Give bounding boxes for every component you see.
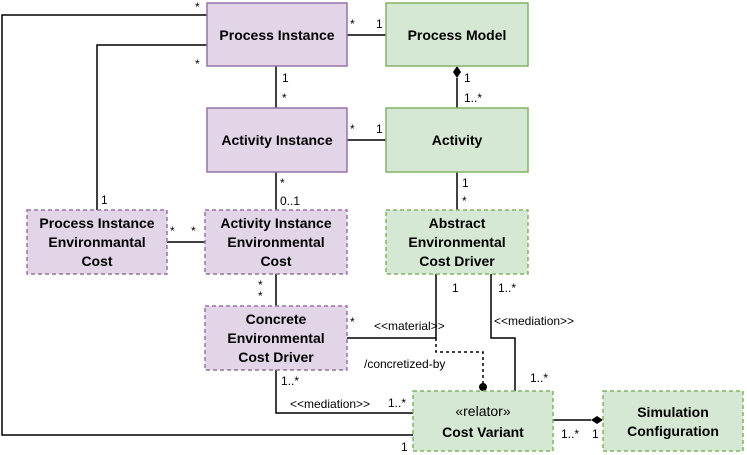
pi-env-cost-line2: Environmantal: [48, 234, 145, 250]
mult-ai-act-right: 1: [376, 122, 383, 136]
cost-variant-label: Cost Variant: [442, 424, 524, 440]
concrete-driver-line2: Environmental: [227, 330, 324, 346]
mult-cv-bottom-left: 1: [401, 440, 408, 454]
mult-pm-act-top: 1: [464, 71, 471, 85]
simulation-config-line1: Simulation: [637, 404, 709, 420]
label-material: <<material>>: [374, 319, 445, 333]
mult-act-aecd-bottom: *: [462, 194, 467, 208]
node-process-instance[interactable]: Process Instance: [206, 2, 348, 67]
label-concretized-by: /concretized-by: [364, 357, 445, 371]
multiplicities: * 1 * * 1 * 1 1..* * 1 1 * * * 0..1 * * …: [101, 0, 599, 454]
mult-piec-aiec-right: *: [191, 224, 196, 238]
mult-aecd-material: 1: [452, 281, 459, 295]
mult-pm-act-bottom: 1..*: [464, 91, 482, 105]
node-process-model[interactable]: Process Model: [385, 2, 529, 67]
activity-instance-label: Activity Instance: [221, 132, 332, 148]
node-activity[interactable]: Activity: [385, 107, 529, 173]
cost-variant-stereotype: «relator»: [455, 403, 510, 419]
mult-ai-act-left: *: [350, 122, 355, 136]
node-concrete-driver[interactable]: Concrete Environmental Cost Driver: [204, 305, 348, 371]
composition-diamond-pm: [453, 66, 461, 78]
edge-aecd-cv: [490, 274, 516, 391]
pi-env-cost-line1: Process Instance: [39, 215, 154, 231]
mult-act-aecd-top: 1: [462, 176, 469, 190]
edge-pi-cv-outer: [1, 14, 413, 436]
concrete-driver-line3: Cost Driver: [238, 349, 314, 365]
node-simulation-config[interactable]: Simulation Configuration: [602, 390, 744, 452]
label-mediation-left: <<mediation>>: [290, 397, 370, 411]
mult-ced-material: *: [350, 315, 355, 329]
process-instance-label: Process Instance: [219, 27, 334, 43]
mult-piec-pi: 1: [101, 193, 108, 207]
composition-diamond-sim: [591, 416, 603, 424]
abstract-driver-line3: Cost Driver: [419, 253, 495, 269]
mult-pi-pm-left: *: [350, 17, 355, 31]
node-abstract-driver[interactable]: Abstract Environmental Cost Driver: [385, 209, 529, 275]
pi-env-cost-line3: Cost: [81, 253, 112, 269]
mult-aiec-ced-bottom: *: [258, 289, 263, 303]
edge-concretized-by: [435, 338, 484, 387]
edges: [1, 14, 603, 436]
node-ai-env-cost[interactable]: Activity Instance Environmental Cost: [204, 209, 348, 275]
mult-sim-cv: 1: [592, 427, 599, 441]
mult-pi-ai-top: 1: [282, 71, 289, 85]
ai-env-cost-line1: Activity Instance: [220, 215, 331, 231]
mult-cv-mediation-right: 1..*: [530, 371, 548, 385]
concretized-by-dot: [479, 383, 487, 391]
node-pi-env-cost[interactable]: Process Instance Environmantal Cost: [26, 209, 168, 275]
mult-pi-left-low: *: [195, 57, 200, 71]
label-mediation-right: <<mediation>>: [494, 314, 574, 328]
edge-labels: <<material>> <<mediation>> <<mediation>>…: [290, 314, 574, 411]
mult-cv-sim: 1..*: [561, 427, 579, 441]
mult-ai-aiec-top: *: [280, 176, 285, 190]
mult-pi-top-left: *: [195, 0, 200, 14]
simulation-config-line2: Configuration: [627, 423, 719, 439]
concrete-driver-line1: Concrete: [246, 311, 307, 327]
abstract-driver-line2: Environmental: [408, 234, 505, 250]
mult-aiec-ced-top: *: [258, 278, 263, 292]
node-cost-variant[interactable]: «relator» Cost Variant: [412, 390, 554, 452]
mult-pi-ai-bottom: *: [282, 91, 287, 105]
ai-env-cost-line3: Cost: [260, 253, 291, 269]
node-activity-instance[interactable]: Activity Instance: [206, 107, 348, 173]
process-model-label: Process Model: [408, 27, 507, 43]
mult-aecd-mediation: 1..*: [498, 281, 516, 295]
activity-label: Activity: [432, 132, 483, 148]
ai-env-cost-line2: Environmental: [227, 234, 324, 250]
mult-ai-aiec-bottom: 0..1: [280, 194, 300, 208]
mult-pi-pm-right: 1: [376, 17, 383, 31]
mult-cv-mediation-left: 1..*: [388, 396, 406, 410]
mult-piec-aiec-left: *: [170, 224, 175, 238]
edge-ced-cv: [275, 370, 413, 414]
abstract-driver-line1: Abstract: [429, 215, 486, 231]
mult-ced-mediation: 1..*: [281, 374, 299, 388]
edge-pi-piec: [96, 44, 207, 210]
